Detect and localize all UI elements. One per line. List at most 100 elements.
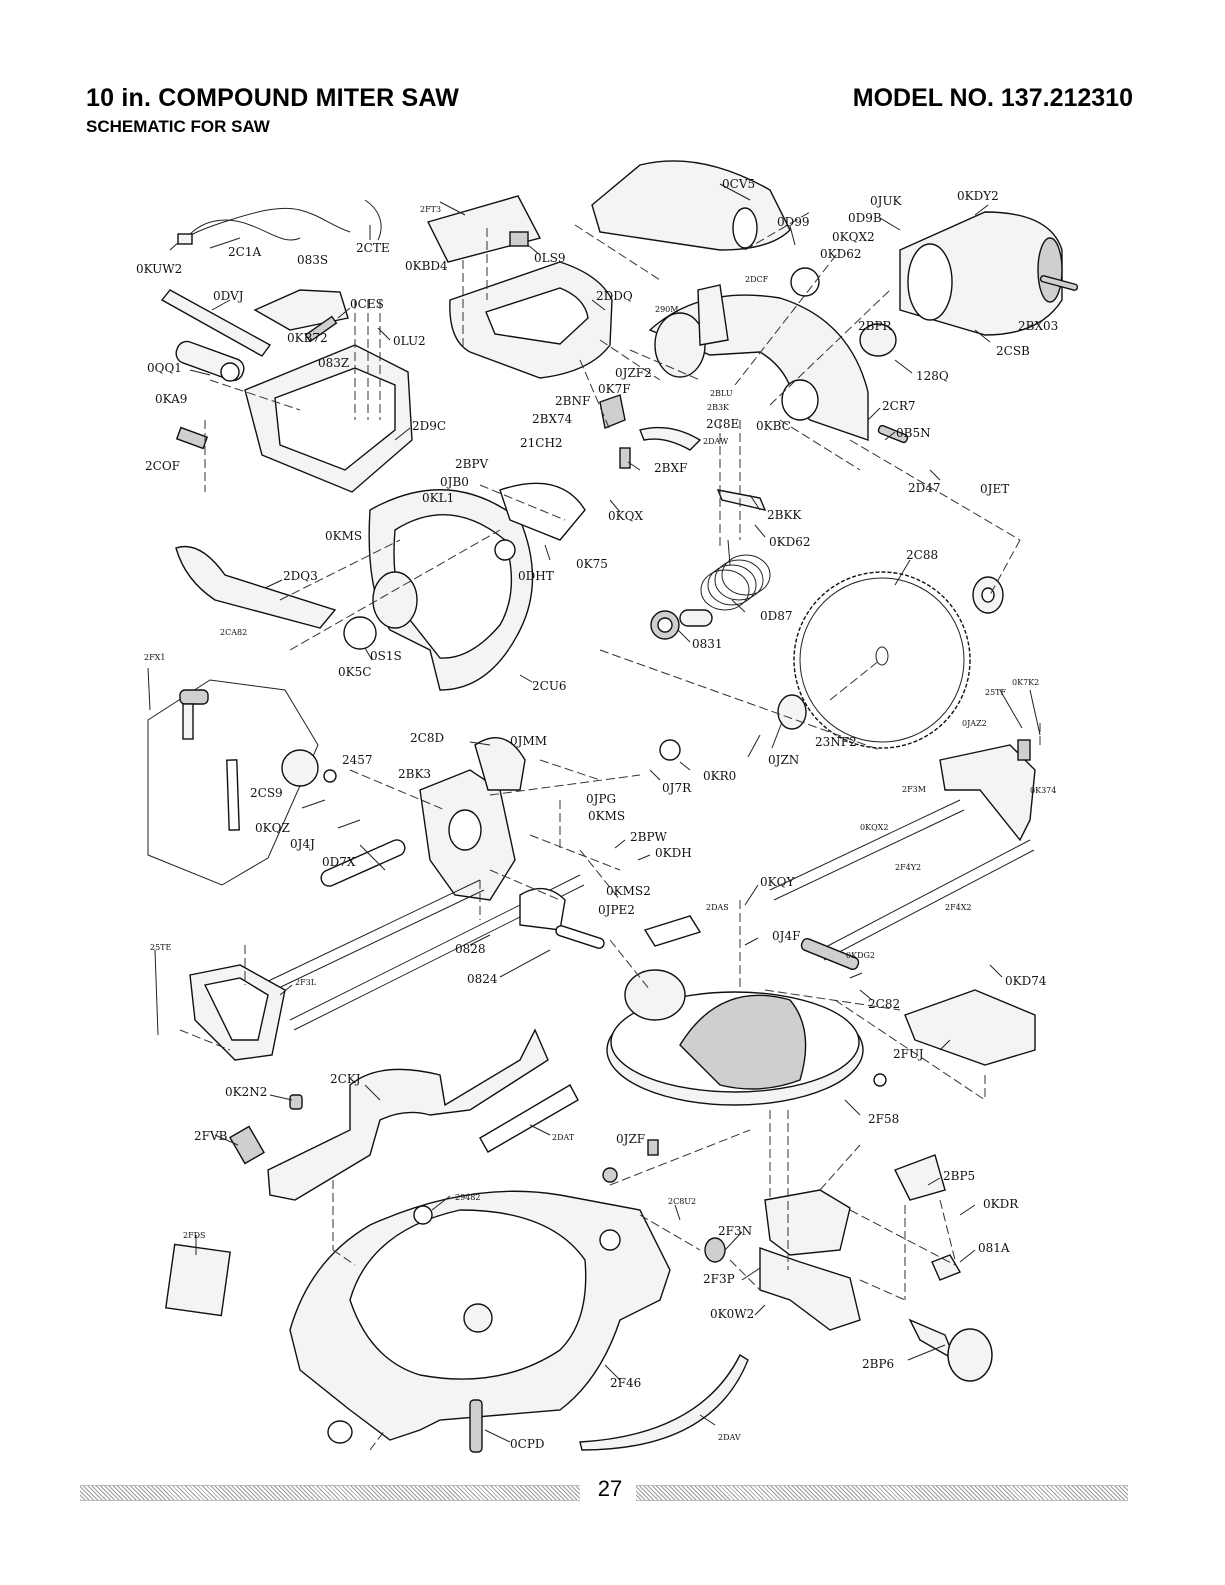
part-label: 0QQ1 [147,361,182,375]
part-label: 0LU2 [393,334,426,348]
part-label: 2FVB [194,1129,228,1143]
part-label: 0KDG2 [846,951,875,960]
part-label: 2C1A [228,245,261,259]
part-label: 0KD74 [1005,974,1047,988]
part-label: 2F4X2 [945,903,972,912]
part-label: 25TE [150,943,172,952]
part-label: 2CR7 [882,399,916,413]
part-label: 0KMS [325,529,362,543]
part-label: 0JMM [510,734,547,748]
part-label: 0KQX [608,509,643,523]
part-label: 0JAZ2 [962,719,987,728]
part-label: 0KBC [756,419,791,433]
part-label: 0KD62 [769,535,811,549]
part-label: 23NF2 [815,735,857,749]
part-label: 2BPR [858,319,893,333]
part-label: 0KUW2 [136,262,182,276]
part-label: 2D9C [412,419,446,433]
part-label: 21CH2 [520,436,563,450]
part-label: 0K7F [598,382,631,396]
part-label: 0CES [350,297,384,311]
part-label: 0KQZ [255,821,290,835]
part-label: 2BK3 [398,767,431,781]
part-label: 2DAV [718,1433,741,1442]
part-label: 0DVJ [213,289,244,303]
part-label: 29482 [455,1193,480,1202]
part-label: 0KB72 [287,331,328,345]
part-label: 0JUK [870,194,903,208]
part-label: 0JB0 [440,475,469,489]
part-label: 0KMS [588,809,625,823]
part-label: 0CV5 [722,177,755,191]
part-label: 2F3P [703,1272,735,1286]
part-label: 2FUJ [893,1047,924,1061]
part-label: 0D7X [322,855,356,869]
page-subtitle: SCHEMATIC FOR SAW [86,117,270,136]
part-label: 2FT3 [420,205,441,214]
part-label: 0B5N [896,426,931,440]
part-label: 2BP6 [862,1357,894,1371]
part-label: 2CU6 [532,679,567,693]
part-label: 2D47 [908,481,941,495]
part-label: 2C88 [906,548,938,562]
part-label: 2BP5 [943,1169,975,1183]
model-number: MODEL NO. 137.212310 [852,84,1133,112]
part-label: 0K5C [338,665,371,679]
part-label: 0KR0 [703,769,736,783]
part-label: 0KDR [983,1197,1019,1211]
part-label: 0J4J [290,837,315,851]
part-drawings [147,160,1079,1453]
part-label: 128Q [916,369,949,383]
part-label: 0DHT [518,569,554,583]
part-label: 0KQY [760,875,795,889]
part-label: 0JET [980,482,1009,496]
part-label: 0K2N2 [225,1085,267,1099]
part-label: 0KDH [655,846,692,860]
part-label: 083S [297,253,328,267]
part-label: 2F58 [868,1112,899,1126]
part-label: 083Z [318,356,349,370]
part-label: 2CKJ [330,1072,361,1086]
part-label: 2B3K [707,403,730,412]
part-label: 0D87 [760,609,793,623]
part-label: 2CTE [356,241,390,255]
part-label: 0LS9 [534,251,565,265]
part-label: 0JPE2 [598,903,635,917]
part-label: 2C8D [410,731,444,745]
part-label: 2C82 [868,997,900,1011]
part-label: 2DQ3 [283,569,318,583]
footer-bar-right [636,1485,1128,1501]
part-label: 2DAW [703,437,729,446]
part-label: 0824 [467,972,498,986]
part-label: 0D99 [777,215,810,229]
part-label: 0JZF2 [615,366,652,380]
part-label: 0CPD [510,1437,545,1451]
part-label: 0831 [692,637,723,651]
page-number: 27 [597,1476,623,1501]
leader-lines [147,183,1041,1443]
part-label: 0KD62 [820,247,862,261]
saw-blade [793,571,971,749]
part-label: 2FDS [183,1231,206,1240]
part-label: 0KMS2 [606,884,651,898]
part-label: 2DAS [706,903,729,912]
assembly-lines [179,211,1041,1451]
part-label: 0JZN [768,753,799,767]
part-label: 2COF [145,459,180,473]
part-label: 0KBD4 [405,259,448,273]
part-label: 2BX74 [532,412,573,426]
part-label: 2457 [342,753,373,767]
part-label: 0S1S [370,649,402,663]
part-label: 2BNF [555,394,590,408]
part-label: 0KQX2 [832,230,875,244]
part-label: 2DCF [745,275,769,284]
part-label: 0K7K2 [1012,678,1039,687]
part-label: 25TF [985,688,1007,697]
part-label: 2BLU [710,389,733,398]
part-label: 2BPV [455,457,489,471]
part-label: 2C8E [706,417,739,431]
part-label: 2DDQ [596,289,633,303]
part-label: 0KDY2 [957,189,999,203]
part-label: 0828 [455,942,486,956]
